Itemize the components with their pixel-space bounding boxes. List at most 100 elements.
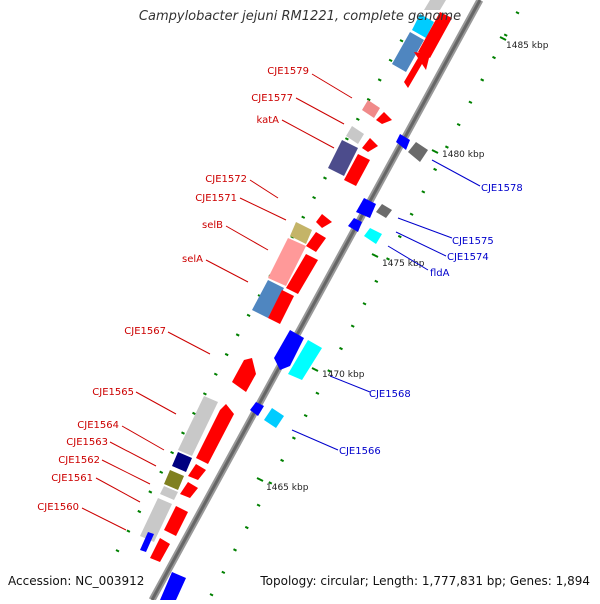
gene-feature bbox=[376, 204, 392, 218]
tick-dot bbox=[159, 470, 164, 474]
tick-dot bbox=[409, 212, 414, 216]
gene-feature bbox=[274, 330, 304, 370]
forward-strand-genes bbox=[140, 0, 452, 562]
tick-dot bbox=[397, 234, 402, 239]
gene-label-cje1560[interactable]: CJE1560 bbox=[37, 502, 79, 513]
tick-dot bbox=[233, 548, 237, 552]
tick-dot bbox=[224, 352, 229, 357]
gene-feature bbox=[252, 280, 284, 318]
tick-dot bbox=[244, 525, 249, 530]
tick-dot bbox=[315, 391, 320, 395]
tick-dot bbox=[492, 55, 496, 60]
gene-feature bbox=[172, 452, 192, 472]
scale-label-1465: 1465 kbp bbox=[266, 483, 309, 493]
gene-feature bbox=[250, 402, 264, 416]
gene-label-cje1563[interactable]: CJE1563 bbox=[66, 437, 108, 448]
gene-feature bbox=[140, 532, 154, 552]
tick-dot bbox=[301, 215, 306, 219]
tick-dot bbox=[221, 570, 226, 574]
gene-feature bbox=[306, 232, 326, 252]
gene-label-cje1572[interactable]: CJE1572 bbox=[205, 174, 247, 185]
gene-label-cje1564[interactable]: CJE1564 bbox=[77, 420, 119, 431]
tick-dot bbox=[235, 333, 240, 337]
gene-feature bbox=[348, 218, 362, 232]
gene-feature bbox=[150, 538, 170, 562]
tick-dot bbox=[433, 167, 438, 172]
accession-text: Accession: NC_003912 bbox=[8, 574, 145, 588]
gene-label-cje1571[interactable]: CJE1571 bbox=[195, 193, 237, 204]
tick-dot bbox=[388, 58, 393, 62]
gene-feature bbox=[178, 396, 218, 456]
gene-feature bbox=[264, 408, 284, 428]
gene-feature bbox=[418, 12, 452, 58]
gene-label-kata[interactable]: katA bbox=[256, 115, 279, 126]
gene-feature bbox=[180, 482, 198, 498]
gene-feature bbox=[160, 572, 186, 600]
tick-dot bbox=[344, 137, 349, 141]
gene-feature bbox=[344, 154, 370, 186]
tick-dot bbox=[323, 176, 327, 180]
gene-feature bbox=[290, 222, 312, 244]
gene-label-cje1567[interactable]: CJE1567 bbox=[124, 326, 166, 337]
tick-dot bbox=[386, 257, 390, 261]
gene-label-cje1578[interactable]: CJE1578 bbox=[481, 183, 523, 194]
tick-dot bbox=[444, 145, 449, 149]
gene-label-sela[interactable]: selA bbox=[182, 254, 203, 265]
tick-dot bbox=[202, 392, 207, 396]
gene-feature bbox=[286, 254, 318, 294]
tick-dot bbox=[115, 549, 120, 553]
tick-dot bbox=[268, 481, 273, 485]
gene-feature bbox=[396, 134, 410, 150]
gene-label-cje1579[interactable]: CJE1579 bbox=[267, 66, 309, 77]
tick-dot bbox=[126, 529, 131, 533]
tick-dot bbox=[421, 190, 426, 194]
tick-dot bbox=[280, 458, 285, 463]
tick-dot bbox=[213, 372, 218, 376]
right-gene-labels: CJE1578 CJE1575 CJE1574 fldA CJE1568 CJE… bbox=[339, 183, 523, 457]
tick-dot bbox=[456, 123, 461, 127]
gene-feature bbox=[188, 464, 206, 480]
gene-feature bbox=[376, 112, 392, 124]
tick-dot bbox=[350, 324, 355, 328]
gene-feature bbox=[412, 14, 434, 38]
scale-label-1485: 1485 kbp bbox=[506, 41, 549, 51]
tick-dot bbox=[362, 302, 367, 306]
gene-label-cje1561[interactable]: CJE1561 bbox=[51, 473, 93, 484]
gene-feature bbox=[408, 142, 428, 162]
gene-feature bbox=[160, 486, 178, 500]
reverse-strand-genes bbox=[160, 134, 428, 600]
tick-dot bbox=[339, 346, 343, 351]
gene-feature bbox=[356, 198, 376, 218]
tick-dot bbox=[377, 78, 382, 82]
leader-lines bbox=[81, 73, 481, 531]
tick-dot bbox=[312, 196, 317, 200]
gene-feature bbox=[196, 404, 234, 464]
gene-label-cje1566[interactable]: CJE1566 bbox=[339, 446, 381, 457]
tick-dot bbox=[480, 78, 485, 82]
tick-dot bbox=[503, 33, 508, 37]
gene-label-flda[interactable]: fldA bbox=[430, 268, 450, 279]
gene-label-cje1565[interactable]: CJE1565 bbox=[92, 387, 134, 398]
gene-feature bbox=[328, 140, 358, 176]
tick-dot bbox=[192, 411, 196, 416]
gene-feature bbox=[268, 238, 306, 286]
tick-dot bbox=[399, 39, 404, 43]
scale-label-1475: 1475 kbp bbox=[382, 259, 425, 269]
gene-feature bbox=[424, 0, 446, 10]
gene-label-cje1574[interactable]: CJE1574 bbox=[447, 252, 489, 263]
tick-dot bbox=[170, 451, 175, 455]
gene-label-selb[interactable]: selB bbox=[202, 220, 223, 231]
gene-label-cje1568[interactable]: CJE1568 bbox=[369, 389, 411, 400]
gene-label-cje1562[interactable]: CJE1562 bbox=[58, 455, 100, 466]
tick-dot bbox=[515, 11, 520, 15]
tick-dot bbox=[209, 593, 214, 597]
tick-dot bbox=[374, 279, 379, 283]
gene-label-cje1575[interactable]: CJE1575 bbox=[452, 236, 494, 247]
tick-dot bbox=[246, 313, 251, 317]
tick-dot bbox=[327, 369, 332, 373]
tick-dot bbox=[181, 431, 185, 435]
tick-dot bbox=[303, 414, 308, 418]
gene-label-cje1577[interactable]: CJE1577 bbox=[251, 93, 293, 104]
